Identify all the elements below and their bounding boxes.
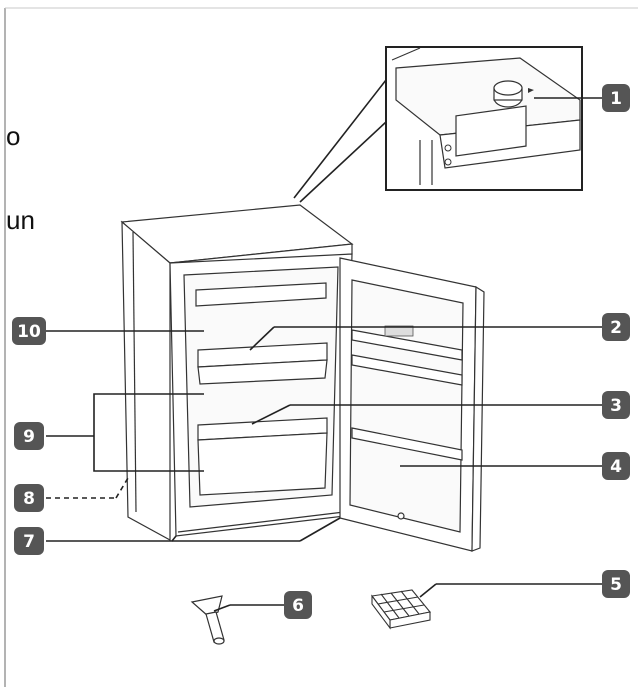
callout-badge-6: 6: [284, 591, 312, 619]
cut-off-text-fragment: un: [6, 205, 35, 235]
inset-pointer-line: [299, 121, 387, 203]
compartments: [195, 282, 328, 496]
ice-tray: [371, 589, 432, 630]
callout-badge-3: 3: [602, 391, 630, 419]
svg-text:5: 5: [610, 575, 622, 595]
svg-text:1: 1: [610, 89, 622, 109]
svg-text:3: 3: [610, 396, 622, 416]
svg-text:6: 6: [292, 596, 304, 616]
callout-badge-8: 8: [14, 484, 44, 512]
ice-scraper: [190, 595, 225, 645]
callout-badge-1: 1: [602, 84, 630, 112]
callout-badge-4: 4: [602, 452, 630, 480]
svg-text:8: 8: [23, 489, 35, 509]
leader-lines: [46, 97, 602, 612]
callout-badges: 1 2 3 4 5 6 7: [12, 84, 630, 619]
svg-text:9: 9: [23, 427, 35, 447]
callout-badge-10: 10: [12, 317, 46, 345]
callout-badge-5: 5: [602, 570, 630, 598]
svg-text:7: 7: [23, 532, 35, 552]
callout-badge-7: 7: [14, 527, 44, 555]
cut-off-text-fragment: o: [6, 121, 21, 151]
callout-badge-9: 9: [14, 422, 44, 450]
svg-text:10: 10: [17, 322, 41, 342]
inset-pointer-line: [293, 79, 387, 199]
callout-badge-2: 2: [602, 313, 630, 341]
knob-inset: [385, 46, 583, 191]
svg-text:4: 4: [610, 457, 622, 477]
svg-text:2: 2: [610, 318, 622, 338]
